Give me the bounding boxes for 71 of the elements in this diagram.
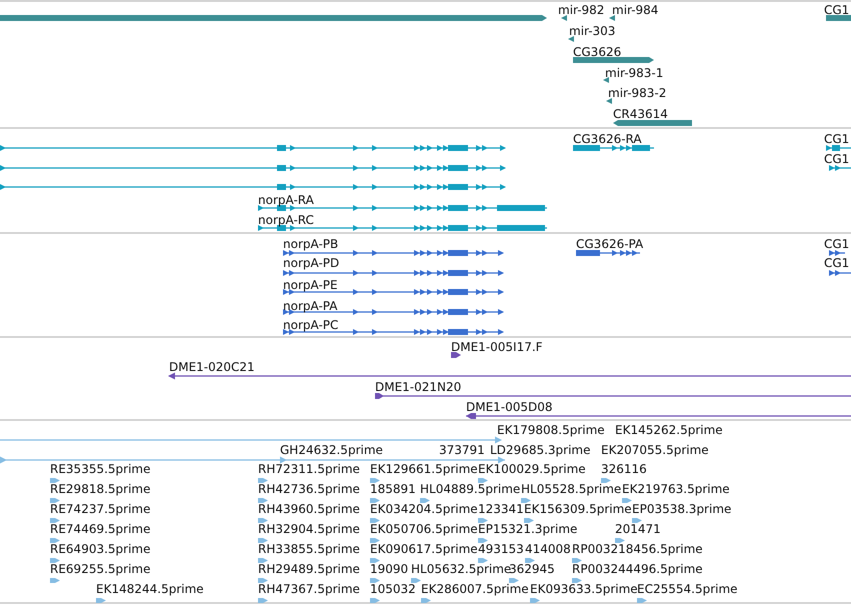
feature-label: HL04889.5prime [420, 482, 520, 496]
feature-label: norpA-PA [283, 299, 338, 313]
feature-label: CG1 [824, 132, 850, 146]
feature-label: 123341 [478, 502, 524, 516]
feature-label: HL05528.5prime [521, 482, 622, 496]
feature-label: norpA-PB [283, 237, 338, 251]
feature-label: CG3626-PA [576, 237, 644, 251]
feature-label: EK179808.5prime [497, 423, 605, 437]
feature-label: 414008 [525, 542, 571, 556]
feature-label: norpA-RA [258, 193, 314, 207]
feature-label: 493153 [478, 542, 524, 556]
feature-label: EK034204.5prime [370, 502, 478, 516]
feature-label: EK100029.5prime [478, 462, 586, 476]
feature-label: RH47367.5prime [258, 582, 360, 596]
feature-label: EK145262.5prime [615, 423, 723, 437]
feature-label: RE74469.5prime [50, 522, 150, 536]
feature-label: mir-983-1 [605, 66, 664, 80]
feature-label: EK050706.5prime [370, 522, 478, 536]
feature-label: 362945 [509, 562, 555, 576]
feature-label: RE64903.5prime [50, 542, 150, 556]
feature-label: RE74237.5prime [50, 502, 150, 516]
feature-label: EK156309.5prime [524, 502, 632, 516]
feature-label: 105032 [370, 582, 416, 596]
feature-label: 19090 [370, 562, 408, 576]
feature-label: CG1 [824, 237, 850, 251]
feature-label: RH72311.5prime [258, 462, 360, 476]
feature-label: 326116 [601, 462, 647, 476]
feature-label: RH43960.5prime [258, 502, 360, 516]
feature-label: norpA-PD [283, 256, 340, 270]
feature-label: RP003218456.5prime [572, 542, 703, 556]
feature-label: norpA-RC [258, 213, 314, 227]
feature-label: CG3626-RA [573, 132, 642, 146]
feature-label: RE35355.5prime [50, 462, 150, 476]
feature-label: CG3626 [573, 45, 622, 59]
feature-label: RH29489.5prime [258, 562, 360, 576]
feature-label: EK207055.5prime [601, 443, 709, 457]
feature-label: EP15321.3prime [478, 522, 578, 536]
feature-label: LD29685.3prime [490, 443, 591, 457]
feature-label: EK286007.5prime [421, 582, 529, 596]
feature-label: DME1-005D08 [466, 400, 553, 414]
feature-label: 373791 [439, 443, 485, 457]
feature-label: RH42736.5prime [258, 482, 360, 496]
feature-label: RE69255.5prime [50, 562, 150, 576]
feature-label: RP003244496.5prime [572, 562, 703, 576]
feature-label: mir-982 [558, 3, 604, 17]
feature-label: DME1-020C21 [169, 360, 255, 374]
feature-label: norpA-PE [283, 278, 338, 292]
feature-label: EK148244.5prime [96, 582, 204, 596]
feature-label: RH32904.5prime [258, 522, 360, 536]
feature-label: DME1-005I17.F [451, 340, 543, 354]
feature-label: EK219763.5prime [622, 482, 730, 496]
feature-label: HL05632.5prime [411, 562, 512, 576]
feature-label: CR43614 [613, 107, 668, 121]
feature-label: CG1 [824, 3, 850, 17]
feature-label: EK093633.5prime [530, 582, 638, 596]
feature-label: CG1 [824, 256, 850, 270]
feature-label: mir-983-2 [608, 86, 666, 100]
feature-label: RH33855.5prime [258, 542, 360, 556]
feature-label: 185891 [370, 482, 416, 496]
feature-label: EK129661.5prime [370, 462, 478, 476]
feature-label: EC25554.5prime [637, 582, 738, 596]
feature-label: EP03538.3prime [632, 502, 732, 516]
feature-label: EK090617.5prime [370, 542, 478, 556]
feature-label: mir-984 [612, 3, 658, 17]
feature-label: RE29818.5prime [50, 482, 150, 496]
feature-label: CG1 [824, 152, 850, 166]
feature-label: DME1-021N20 [375, 380, 462, 394]
feature-label: 201471 [615, 522, 661, 536]
feature-label: mir-303 [569, 24, 616, 38]
feature-label: GH24632.5prime [280, 443, 383, 457]
feature-label: norpA-PC [283, 318, 338, 332]
